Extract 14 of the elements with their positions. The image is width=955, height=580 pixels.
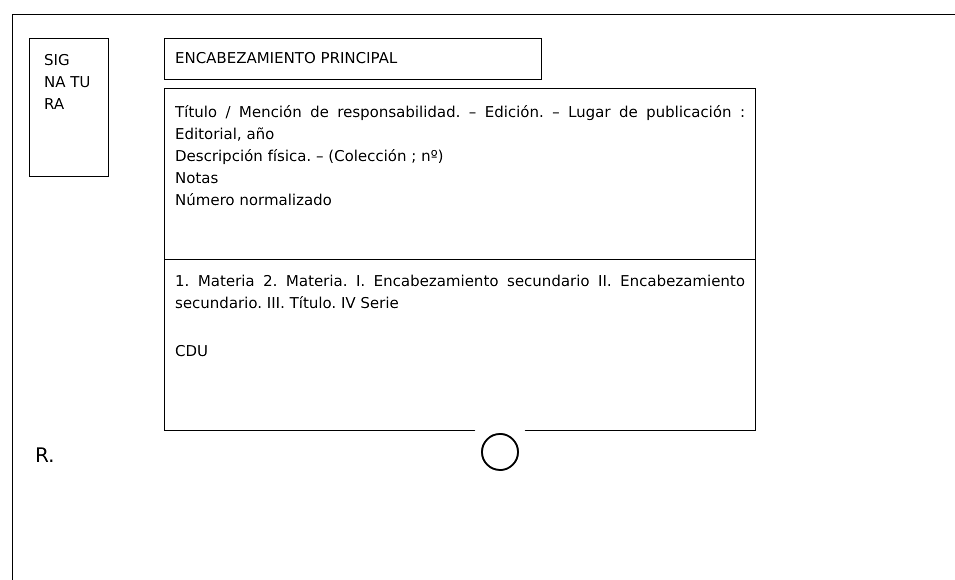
heading-text: ENCABEZAMIENTO PRINCIPAL [175, 48, 398, 69]
tracing-box [164, 259, 756, 431]
description-box [164, 88, 756, 260]
call-number-text: SIG NA TU RA [44, 50, 92, 115]
main-heading-box [164, 38, 542, 80]
classification-text: CDU [175, 341, 210, 362]
catalog-card [12, 14, 955, 580]
tracings-text: 1. Materia 2. Materia. I. Encabezamiento secundario II. Encabezamiento secundario. III. Título. IV Serie [175, 271, 745, 314]
notes-text: Notas [175, 168, 220, 189]
standard-number: Número normalizado [175, 190, 333, 211]
revision-mark: R. [35, 443, 55, 467]
physical-description: Descripción física. – (Colección ; nº) [175, 146, 444, 167]
title-statement: Título / Mención de responsabilidad. – Edición. – Lugar de publicación : Editorial, año [175, 102, 745, 145]
call-number-box [29, 38, 109, 177]
